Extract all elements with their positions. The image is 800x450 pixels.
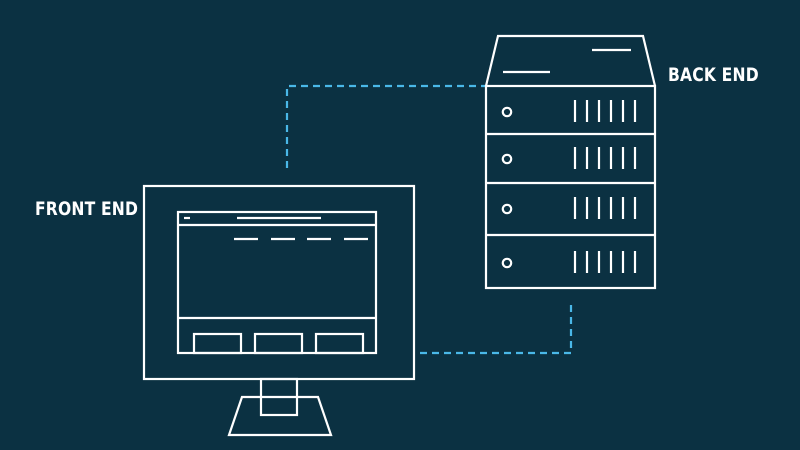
status-led-icon bbox=[501, 153, 513, 165]
connector-lines bbox=[285, 84, 573, 355]
browser-card-3 bbox=[314, 332, 365, 355]
front-end-label: FRONT END bbox=[35, 198, 139, 220]
back-end-label: BACK END bbox=[668, 64, 759, 86]
server-unit-3 bbox=[501, 197, 637, 219]
browser-card-1 bbox=[192, 332, 243, 355]
vent-slots-icon bbox=[573, 100, 637, 122]
monitor-stand-base bbox=[227, 395, 333, 437]
server-unit-1 bbox=[501, 100, 637, 122]
server-icon bbox=[484, 34, 657, 290]
server-top-cap bbox=[484, 34, 657, 87]
monitor-icon bbox=[142, 184, 416, 437]
status-led-icon bbox=[501, 203, 513, 215]
vent-slots-icon bbox=[573, 251, 637, 273]
server-unit-4 bbox=[501, 251, 637, 273]
browser-card-2 bbox=[253, 332, 304, 355]
status-led-icon bbox=[501, 257, 513, 269]
status-led-icon bbox=[501, 106, 513, 118]
connector-backend-to-frontend-bottom bbox=[414, 305, 573, 355]
connector-frontend-to-backend-top bbox=[285, 84, 486, 168]
server-unit-2 bbox=[501, 147, 637, 169]
browser-window bbox=[176, 210, 378, 355]
server-body bbox=[484, 84, 657, 290]
monitor-bezel bbox=[142, 184, 416, 381]
vent-slots-icon bbox=[573, 197, 637, 219]
vent-slots-icon bbox=[573, 147, 637, 169]
